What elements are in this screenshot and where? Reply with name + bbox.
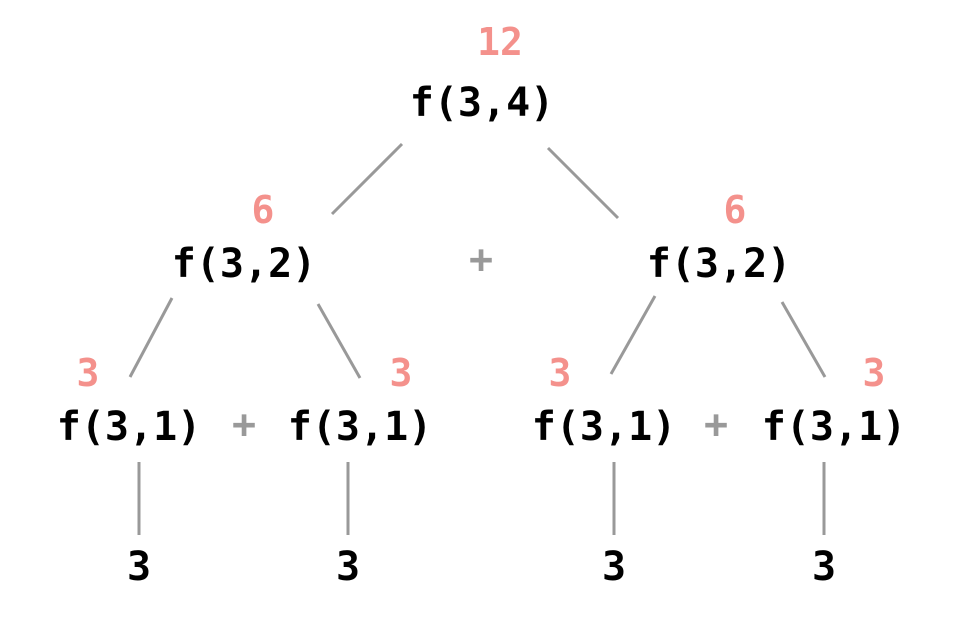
level3-value-4: 3 [863,351,886,395]
level3-call-3: f(3,1) [532,404,677,450]
level3-call-4: f(3,1) [762,404,907,450]
edge-right-to-rr [780,301,827,378]
root-value: 12 [477,20,523,64]
level3-value-3: 3 [549,351,572,395]
edge-left-to-ll [128,297,174,378]
leaf-value-3: 3 [602,544,626,590]
edge-root-to-left [330,142,404,216]
level2-right-node: 6 f(3,2) [647,188,792,287]
root-node: 12 f(3,4) [410,20,555,126]
level3-call-2: f(3,1) [288,404,433,450]
edge-right-to-rl [609,295,657,375]
level2-left-node: 6 f(3,2) [172,188,317,287]
leaf-values: 3 3 3 3 [127,544,836,590]
level2-left-call: f(3,2) [172,241,317,287]
leaf-value-2: 3 [336,544,360,590]
level3-node-3: 3 f(3,1) [532,351,677,450]
leaf-value-4: 3 [812,544,836,590]
level3-plus-operator-left: + [232,402,256,448]
edge-root-to-right [546,146,620,220]
level3-call-1: f(3,1) [57,404,202,450]
level3-node-1: 3 f(3,1) [57,351,202,450]
level3-value-1: 3 [77,351,100,395]
level3-node-4: 3 f(3,1) [762,351,907,450]
tree-edges [128,142,827,535]
root-call: f(3,4) [410,80,555,126]
level2-left-value: 6 [252,188,275,232]
level2-right-call: f(3,2) [647,241,792,287]
level3-plus-operator-right: + [704,402,728,448]
level3-node-2: 3 f(3,1) [288,351,433,450]
level2-plus-operator: + [469,237,493,283]
level2-right-value: 6 [724,188,747,232]
leaf-value-1: 3 [127,544,151,590]
edge-left-to-lr [316,303,362,379]
level3-value-2: 3 [390,351,413,395]
